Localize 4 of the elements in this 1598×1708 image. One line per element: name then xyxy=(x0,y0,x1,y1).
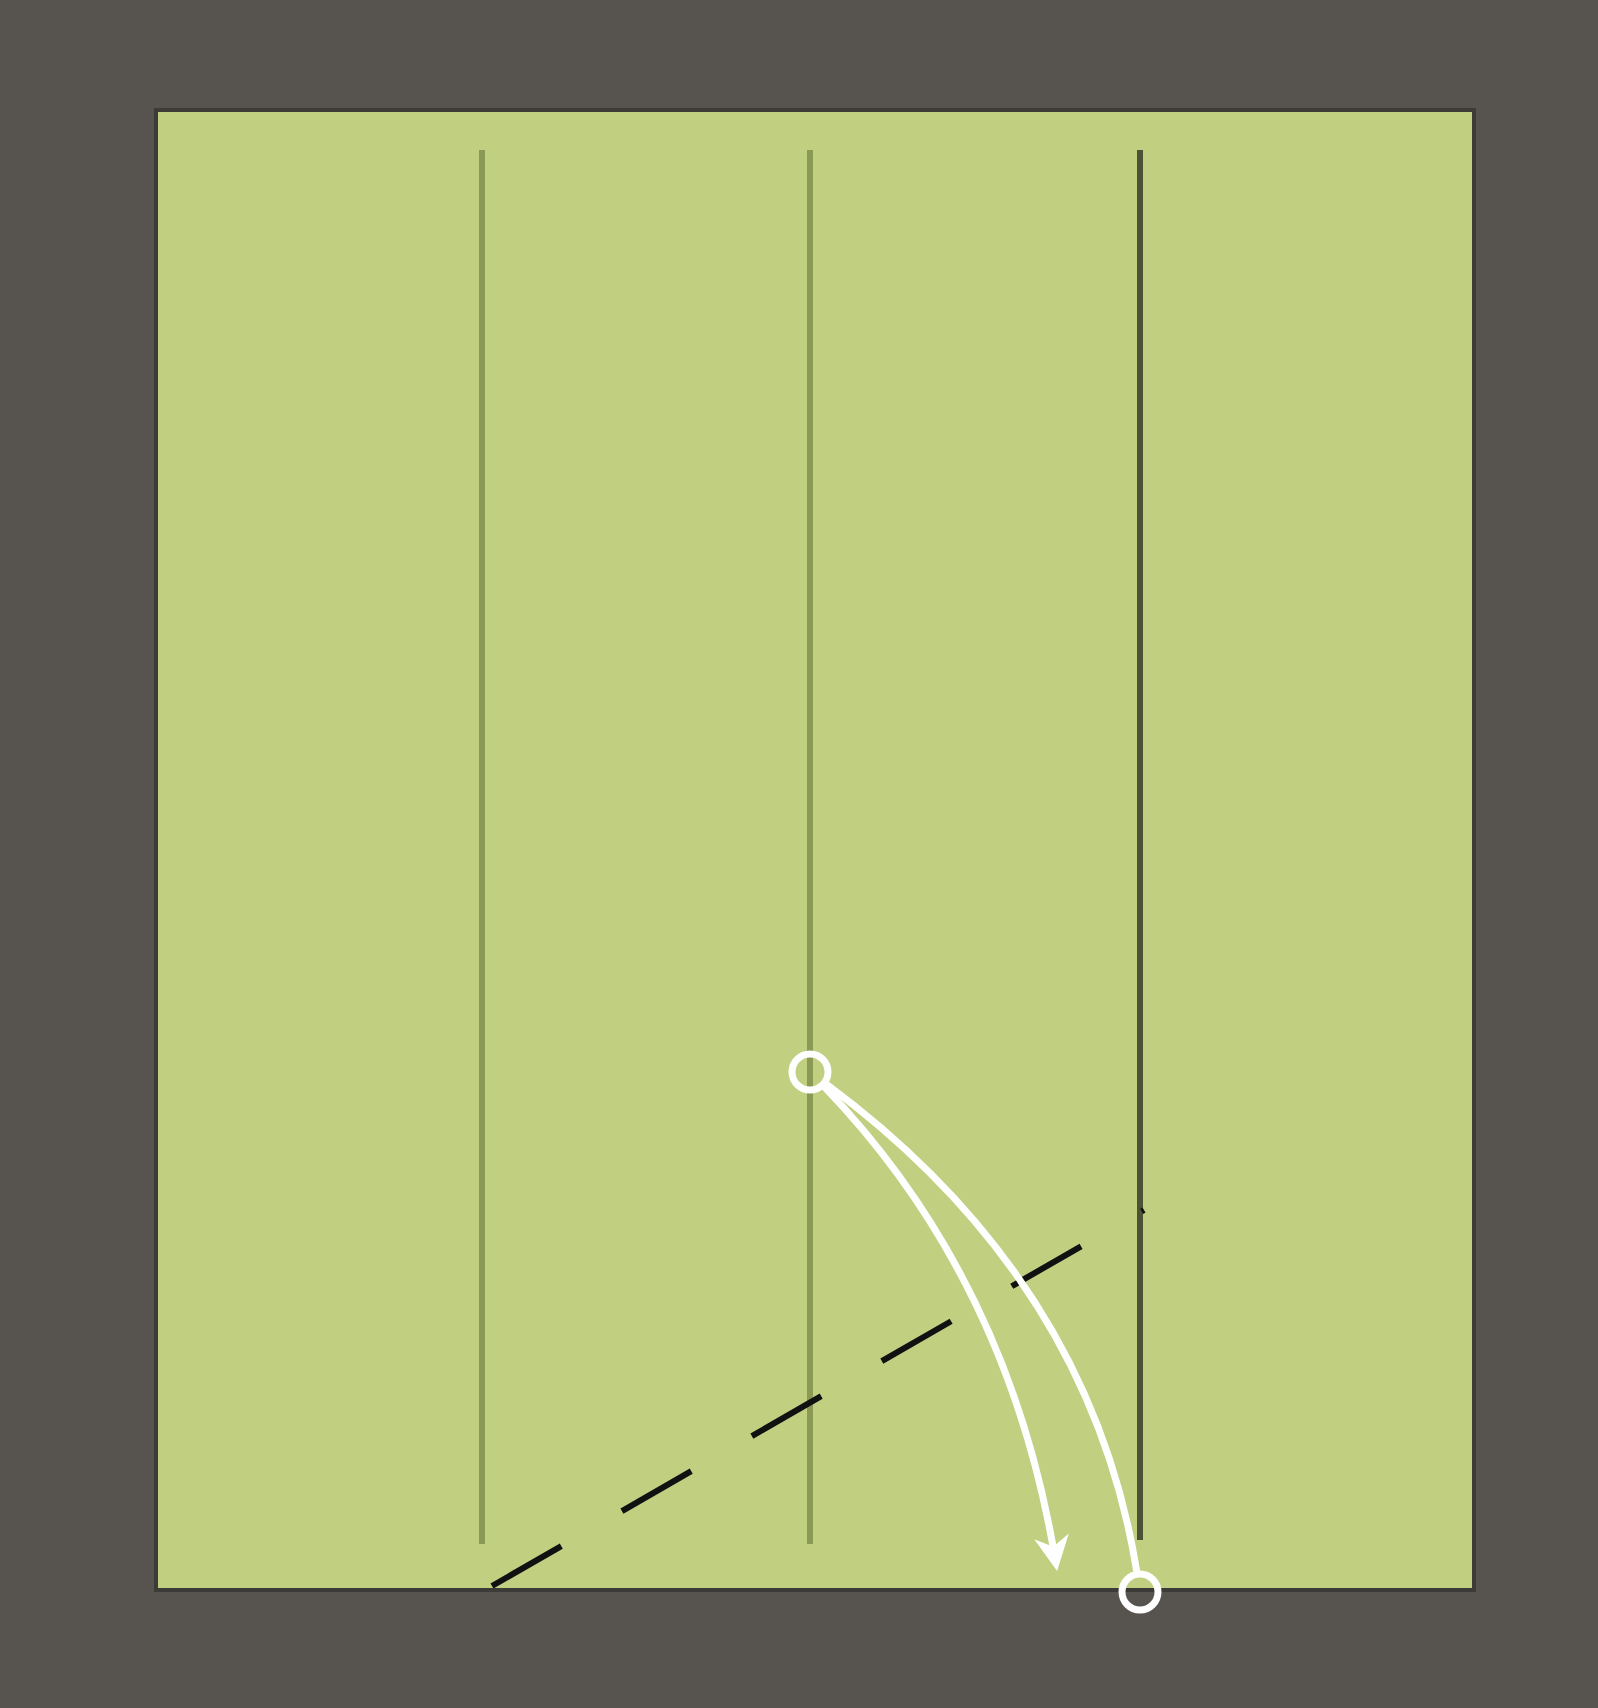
fold-arrow xyxy=(821,1084,1069,1571)
fold-point-circle xyxy=(1118,1570,1162,1614)
fold-point-circle xyxy=(788,1050,832,1094)
connector-line xyxy=(824,1081,1141,1572)
